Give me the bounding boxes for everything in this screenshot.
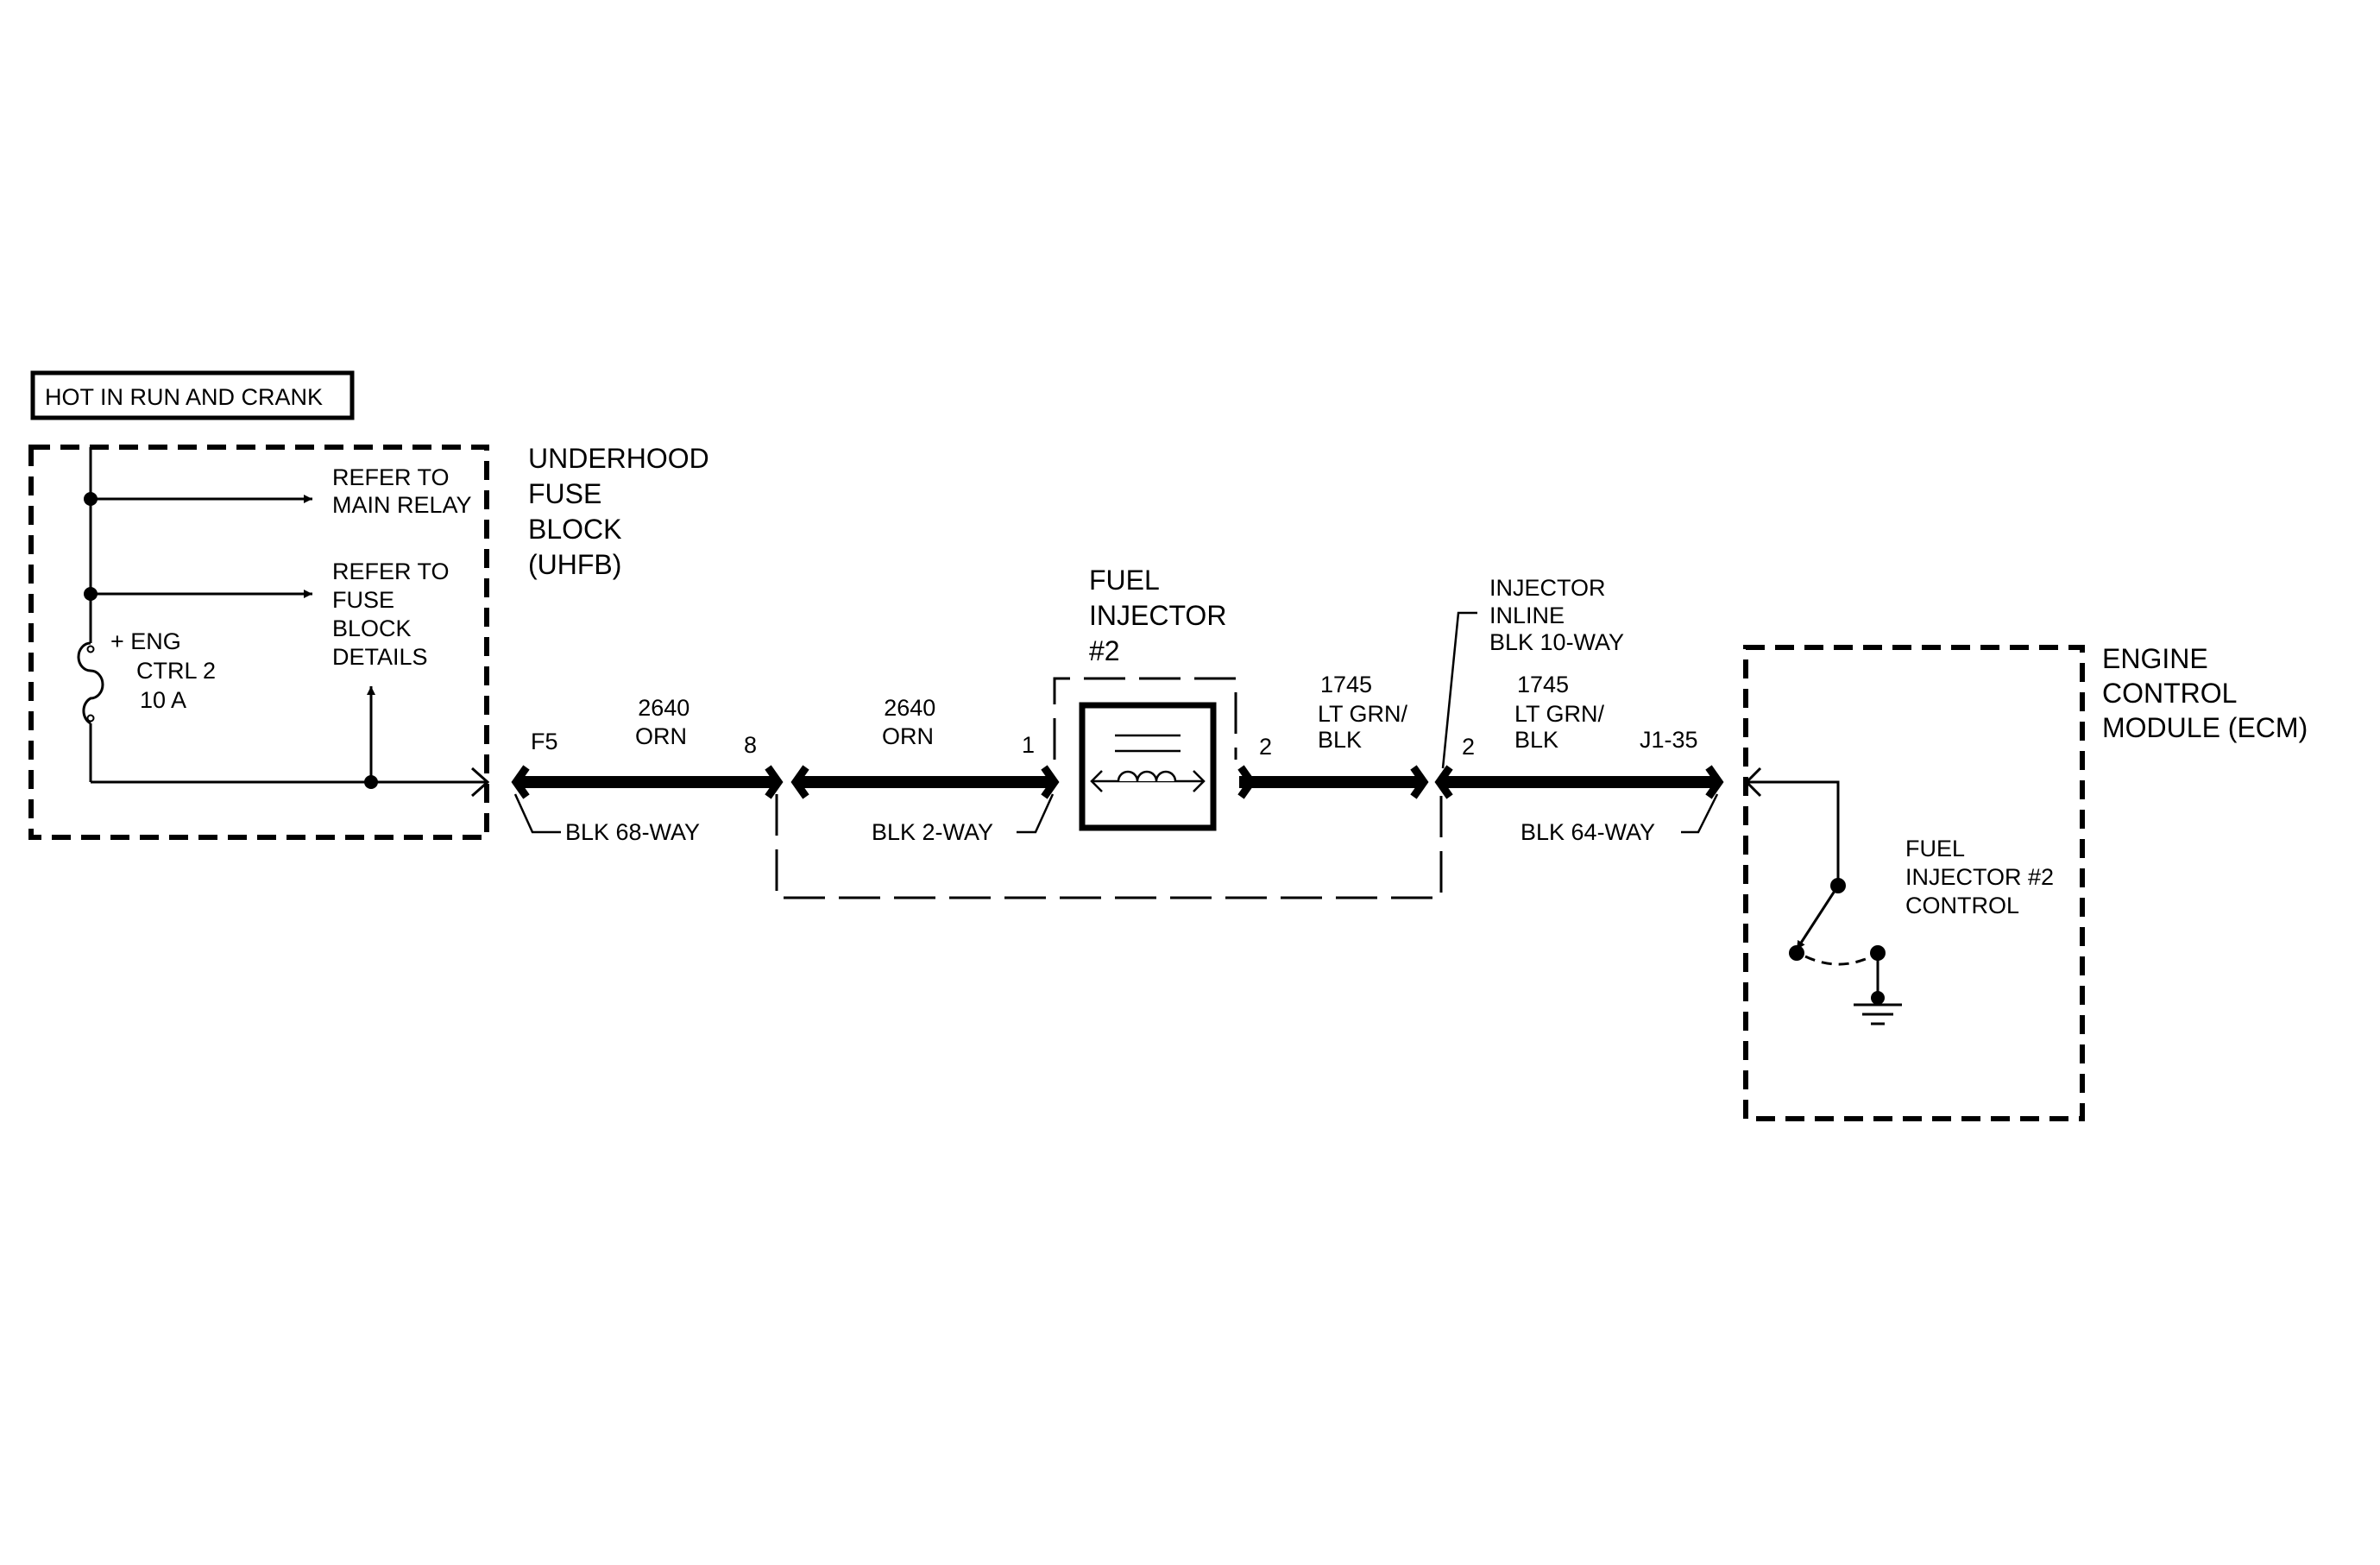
splice-dot (84, 492, 98, 506)
uhfb-internal-wiring (77, 447, 490, 798)
pin-8: 8 (744, 732, 757, 758)
connector-2way-left (790, 765, 809, 799)
connector-inline-right (1410, 765, 1429, 799)
injector-harness-outline (775, 677, 1443, 899)
ground-contact (1870, 945, 1886, 961)
switch-contact (1789, 945, 1804, 961)
refer-main-relay-label: REFER TO MAIN RELAY (332, 464, 472, 518)
uhfb-box (28, 445, 489, 840)
pin-j1-35: J1-35 (1640, 727, 1698, 753)
pin-inline-2: 2 (1462, 734, 1475, 760)
connector-inline-left (1434, 765, 1453, 799)
splice-dot (84, 587, 98, 601)
fuel-injector-name: FUEL INJECTOR #2 (1089, 565, 1234, 666)
ecm-internal-wiring (1744, 767, 1902, 1025)
pin-f5: F5 (531, 729, 558, 754)
fuse-icon (77, 641, 104, 725)
coil-icon (1117, 770, 1177, 782)
connector-f5 (511, 765, 530, 799)
switch-arm (1795, 885, 1840, 950)
fuel-injector (1079, 702, 1217, 831)
wire-a-label: 2640 ORN (635, 695, 696, 749)
connector-callouts (513, 611, 1719, 834)
injector-control-label: FUEL INJECTOR #2 CONTROL (1905, 836, 2061, 918)
connector-chevrons (511, 765, 1724, 799)
fuse-label: + ENG CTRL 2 10 A (110, 628, 223, 713)
connector-j1-35 (1705, 765, 1724, 799)
power-condition-box: HOT IN RUN AND CRANK (30, 370, 355, 420)
switch-pivot (1830, 878, 1846, 893)
ecm-name: ENGINE CONTROL MODULE (ECM) (2102, 643, 2308, 743)
power-condition-label: HOT IN RUN AND CRANK (45, 384, 323, 410)
fuse-terminal (86, 645, 95, 653)
pin-injector-2: 2 (1259, 734, 1272, 760)
ecm-box (1743, 645, 2085, 1121)
wire-c-label: 1745 LT GRN/ BLK (1318, 672, 1414, 753)
refer-fuse-block-label: REFER TO FUSE BLOCK DETAILS (332, 558, 456, 670)
wire-b-label: 2640 ORN (882, 695, 942, 749)
splice-dot (364, 775, 378, 789)
two-way-connector-label: BLK 2-WAY (872, 819, 993, 845)
uhfb-name: UNDERHOOD FUSE BLOCK (UHFB) (528, 443, 717, 580)
connector-injector-2 (1237, 765, 1256, 799)
wire-d-label: 1745 LT GRN/ BLK (1514, 672, 1611, 753)
switch-contact-dashed (1804, 951, 1879, 966)
ecm-connector-label: BLK 64-WAY (1521, 819, 1655, 845)
inline-connector-name: INJECTOR INLINE BLK 10-WAY (1489, 575, 1624, 655)
pin-1: 1 (1022, 732, 1035, 758)
connector-8 (765, 765, 784, 799)
ground-node (1871, 991, 1885, 1005)
fuse-terminal (86, 714, 95, 723)
connector-1 (1041, 765, 1060, 799)
uhfb-connector-label: BLK 68-WAY (565, 819, 700, 845)
